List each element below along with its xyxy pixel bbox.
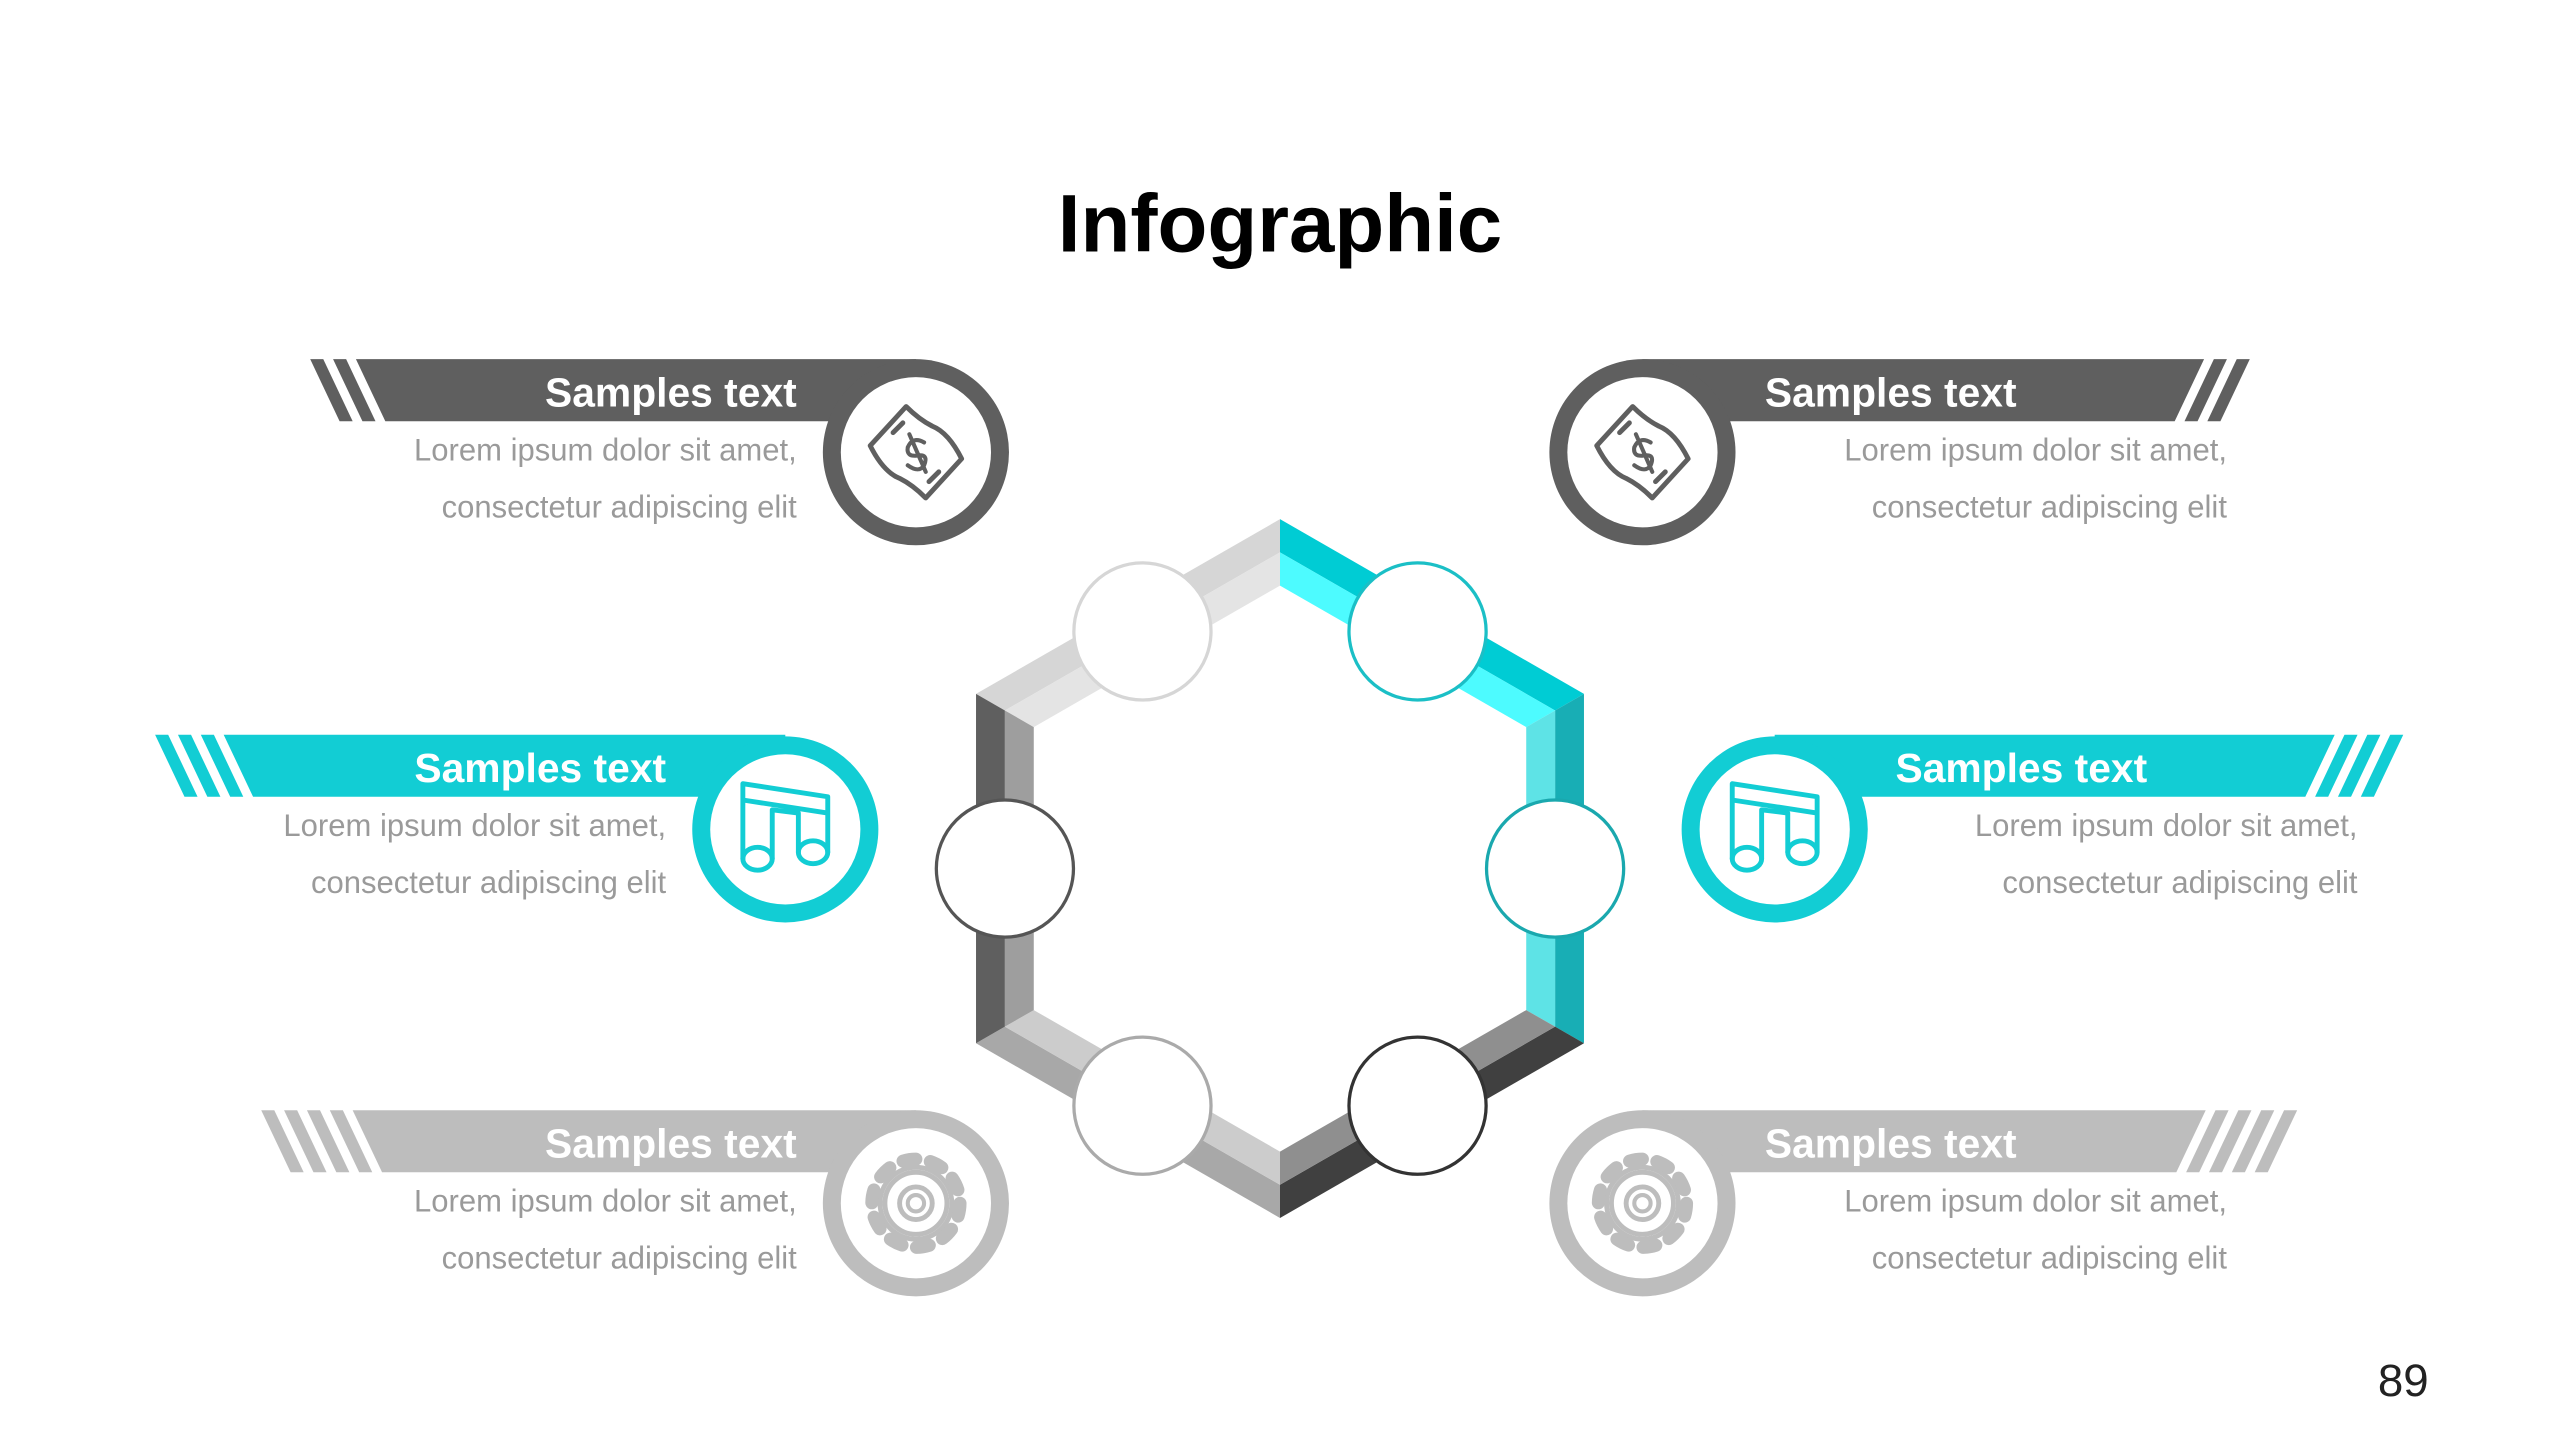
slide-title: Infographic xyxy=(1058,178,1502,269)
music-notes-icon xyxy=(1729,781,1820,873)
hex-node-bottom-left xyxy=(1072,1035,1213,1176)
banner-bar xyxy=(355,359,916,422)
banner-bar xyxy=(223,734,786,797)
page-number: 89 xyxy=(2378,1355,2429,1406)
banner-stripe xyxy=(2184,359,2227,422)
banner-body-line1: Lorem ipsum dolor sit amet, xyxy=(283,808,666,843)
banner-body-line2: consectetur adipiscing elit xyxy=(2002,865,2358,900)
banner-stripe xyxy=(261,1110,304,1173)
banner-stripe xyxy=(2208,1110,2252,1173)
banner-body-line2: consectetur adipiscing elit xyxy=(1872,1241,2228,1276)
banner-body-line1: Lorem ipsum dolor sit amet, xyxy=(414,432,797,467)
banner-bar xyxy=(1774,734,2335,797)
banner-body-line1: Lorem ipsum dolor sit amet, xyxy=(414,1183,797,1218)
banner-stripe xyxy=(310,359,353,422)
banner-body-line2: consectetur adipiscing elit xyxy=(1872,490,2228,525)
banner-title: Samples text xyxy=(545,1121,797,1167)
hex-node-right xyxy=(1484,798,1626,939)
hex-node-left xyxy=(934,798,1076,939)
icon-badge xyxy=(710,754,861,905)
banner-body-line1: Lorem ipsum dolor sit amet, xyxy=(1844,432,2227,467)
gear-icon xyxy=(865,1152,967,1254)
banner-stripe xyxy=(155,734,198,797)
music-notes-icon xyxy=(740,781,831,873)
money-bill-icon xyxy=(867,404,965,501)
banner-stripe xyxy=(200,734,244,797)
banner-title: Samples text xyxy=(1765,370,2017,416)
banner-stripe xyxy=(177,734,221,797)
banner-title: Samples text xyxy=(1896,745,2148,791)
banner-stripe xyxy=(2231,1110,2275,1173)
banner-stripe xyxy=(2186,1110,2229,1173)
banner-stripe xyxy=(2207,359,2250,422)
banner-bar xyxy=(352,1110,916,1173)
hex-node-bottom-right xyxy=(1347,1035,1488,1176)
banner-stripe xyxy=(329,1110,373,1173)
icon-badge xyxy=(1699,754,1850,905)
banner-stripe xyxy=(306,1110,350,1173)
banner-stripe xyxy=(284,1110,327,1173)
banner-body-line2: consectetur adipiscing elit xyxy=(442,1241,798,1276)
money-bill-icon xyxy=(1594,404,1691,501)
banner-title: Samples text xyxy=(414,745,666,791)
banner-stripe xyxy=(333,359,376,422)
hex-node-top-right xyxy=(1347,561,1488,702)
banner-stripe xyxy=(2315,734,2358,797)
banner-title: Samples text xyxy=(1765,1121,2017,1167)
hexagon-diagram xyxy=(934,519,1626,1218)
banner-stripe xyxy=(2254,1110,2298,1173)
banner-stripe xyxy=(2360,734,2404,797)
hex-node-top-left xyxy=(1072,561,1213,702)
banner-body-line2: consectetur adipiscing elit xyxy=(311,865,667,900)
banner-bar xyxy=(1642,1110,2206,1173)
banner-title: Samples text xyxy=(545,370,797,416)
banner-body-line2: consectetur adipiscing elit xyxy=(442,490,798,525)
banner-stripe xyxy=(2337,734,2381,797)
banner-body-line1: Lorem ipsum dolor sit amet, xyxy=(1844,1183,2227,1218)
gear-icon xyxy=(1591,1152,1694,1254)
banner-body-line1: Lorem ipsum dolor sit amet, xyxy=(1975,808,2358,843)
banner-bar xyxy=(1642,359,2205,422)
